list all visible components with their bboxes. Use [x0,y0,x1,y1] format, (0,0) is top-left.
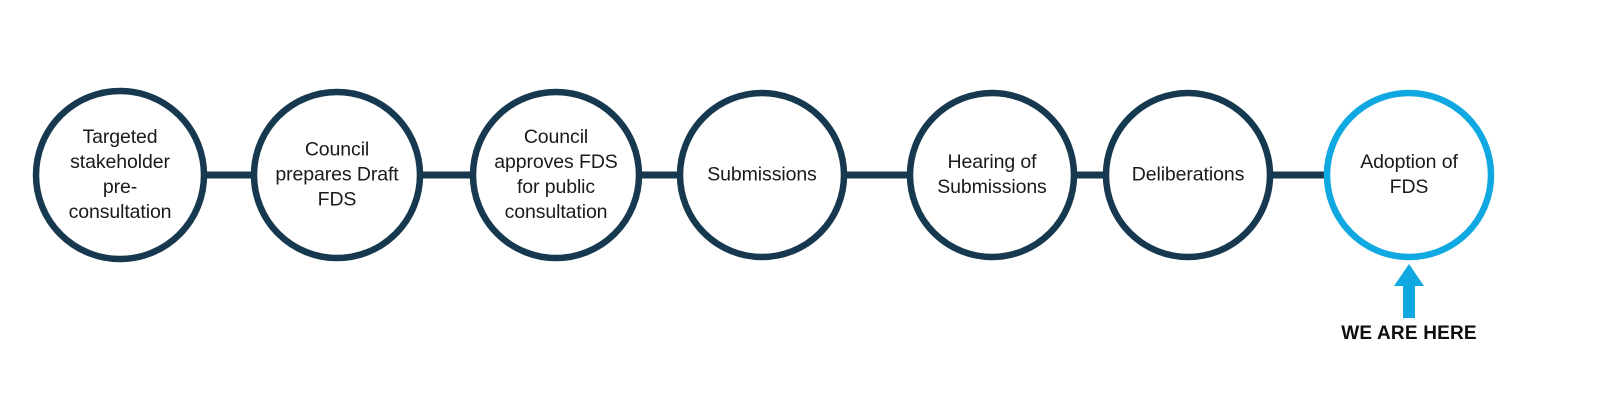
we-are-here-arrow-icon [1394,264,1424,318]
node-circle-group [32,87,1495,263]
node-circle-step-7-current[interactable] [1323,89,1495,261]
node-circle-step-6[interactable] [1102,89,1274,261]
node-circle-step-2[interactable] [250,88,424,262]
node-circle-step-4[interactable] [676,89,848,261]
we-are-here-label: WE ARE HERE [1341,323,1477,344]
node-circle-step-5[interactable] [906,89,1078,261]
node-circle-step-3[interactable] [469,88,643,262]
node-circle-step-1[interactable] [32,87,208,263]
